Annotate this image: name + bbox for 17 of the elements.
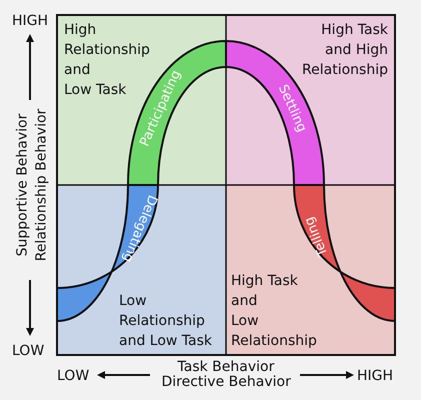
axis-end-label: HIGH — [357, 368, 394, 384]
axis-title: Supportive Behavior — [14, 114, 30, 256]
quadrant-panel — [57, 185, 226, 355]
quadrant-label: High Task and High Relationship — [302, 21, 388, 80]
axis-end-label: LOW — [57, 368, 90, 384]
axis-title: Task Behavior — [178, 359, 274, 375]
quadrant-label: Low Relationship and Low Task — [119, 292, 212, 351]
axis-end-label: HIGH — [12, 13, 48, 29]
axis-end-label: LOW — [12, 343, 44, 359]
quadrant-label: High Task and Low Relationship — [231, 272, 317, 351]
quadrant-panel — [226, 185, 395, 355]
quadrant-label: High Relationship and Low Task — [64, 21, 150, 98]
axis-title: Relationship Behavior — [32, 108, 49, 262]
quadrant-panel — [57, 15, 226, 185]
quadrant-panel — [226, 15, 395, 185]
style-label: Telling — [301, 214, 331, 258]
axis-title: Directive Behavior — [162, 374, 291, 390]
